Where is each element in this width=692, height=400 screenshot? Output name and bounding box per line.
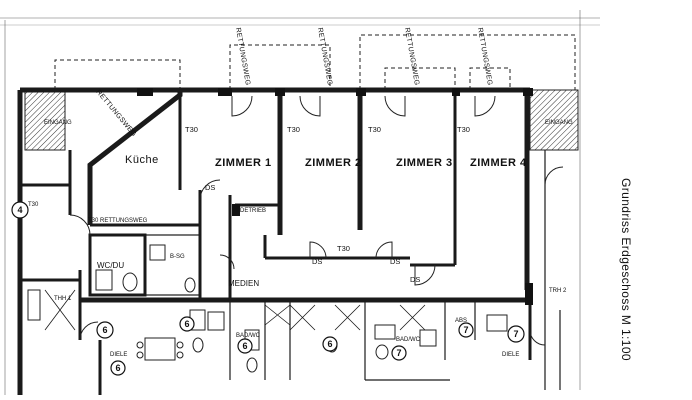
door-swings: [69, 95, 564, 346]
svg-text:4: 4: [17, 205, 22, 215]
room-label-eingang-right: EINGANG: [545, 120, 573, 126]
t30-left: T30: [28, 202, 39, 208]
t30-zimmer4: T30: [457, 125, 470, 134]
unit-number-7a: 7: [391, 345, 407, 361]
unit-number-6a: 6: [96, 321, 114, 339]
room-label-eingang-left: EINGANG: [44, 120, 72, 126]
rettungsweg-label-1: RETTUNGSWEG: [234, 27, 251, 86]
fixtures: [27, 244, 508, 373]
rettungsweg-label-kueche: RETTUNGSWEG: [94, 89, 137, 138]
room-label-zimmer1: ZIMMER 1: [215, 157, 272, 169]
unit-number-7b: 7: [507, 325, 525, 343]
walls: [17, 87, 561, 395]
rettungsweg-label-3: RETTUNGSWEG: [403, 27, 420, 86]
svg-text:7: 7: [513, 329, 518, 339]
svg-text:6: 6: [242, 341, 247, 351]
room-label-zimmer3: ZIMMER 3: [396, 157, 453, 169]
svg-text:6: 6: [184, 319, 189, 329]
detrieb-label: DETRIEB: [240, 208, 266, 214]
ds-2: DS: [312, 257, 322, 266]
rettungsweg-label-2: RETTUNGSWEG: [316, 27, 333, 86]
unit-number-6d: 6: [322, 336, 338, 352]
t30-zimmer1: T30: [185, 125, 198, 134]
room-label-wcdu: WC/DU: [97, 261, 124, 270]
room-label-kueche: Küche: [125, 154, 159, 166]
t30-zimmer3: T30: [368, 125, 381, 134]
svg-text:6: 6: [327, 339, 332, 349]
t30-corridor: T30: [337, 244, 350, 253]
svg-text:7: 7: [463, 325, 468, 335]
room-label-diele-right: DIELE: [502, 352, 519, 358]
room-label-zimmer2: ZIMMER 2: [305, 157, 362, 169]
ds-3: DS: [390, 257, 400, 266]
room-label-medien: MEDIEN: [228, 279, 259, 288]
svg-text:6: 6: [115, 363, 120, 373]
svg-text:7: 7: [396, 348, 401, 358]
ds-1: DS: [205, 183, 215, 192]
room-label-zimmer4: ZIMMER 4: [470, 157, 527, 169]
columns: [137, 88, 533, 305]
t30-rettungsweg-label: T30 RETTUNGSWEG: [88, 218, 148, 224]
abs-label: ABS: [455, 318, 467, 324]
bsg-label: B-SG: [170, 254, 185, 260]
ds-4: DS: [410, 275, 420, 284]
entrance-right-block: [529, 89, 579, 151]
room-label-bad-left: BAD/WC: [236, 333, 261, 339]
room-label-thh1: THH 1: [54, 296, 72, 302]
unit-number-4: 4: [11, 201, 29, 219]
unit-number-7c: 7: [458, 322, 474, 338]
t30-zimmer2: T30: [287, 125, 300, 134]
room-label-bad-right: BAD/WC: [396, 337, 421, 343]
entrance-left-block: [24, 89, 66, 151]
svg-text:6: 6: [102, 325, 107, 335]
unit-number-6b: 6: [179, 316, 195, 332]
room-label-thh2: TRH 2: [549, 288, 567, 294]
room-label-diele-left: DIELE: [110, 352, 127, 358]
plan-title: Grundriss Erdgeschoss M 1:100: [619, 178, 633, 361]
terrace-outlines: [0, 10, 600, 395]
unit-number-6e: 6: [110, 360, 126, 376]
rettungsweg-label-4: RETTUNGSWEG: [476, 27, 493, 86]
unit-number-6c: 6: [237, 338, 253, 354]
